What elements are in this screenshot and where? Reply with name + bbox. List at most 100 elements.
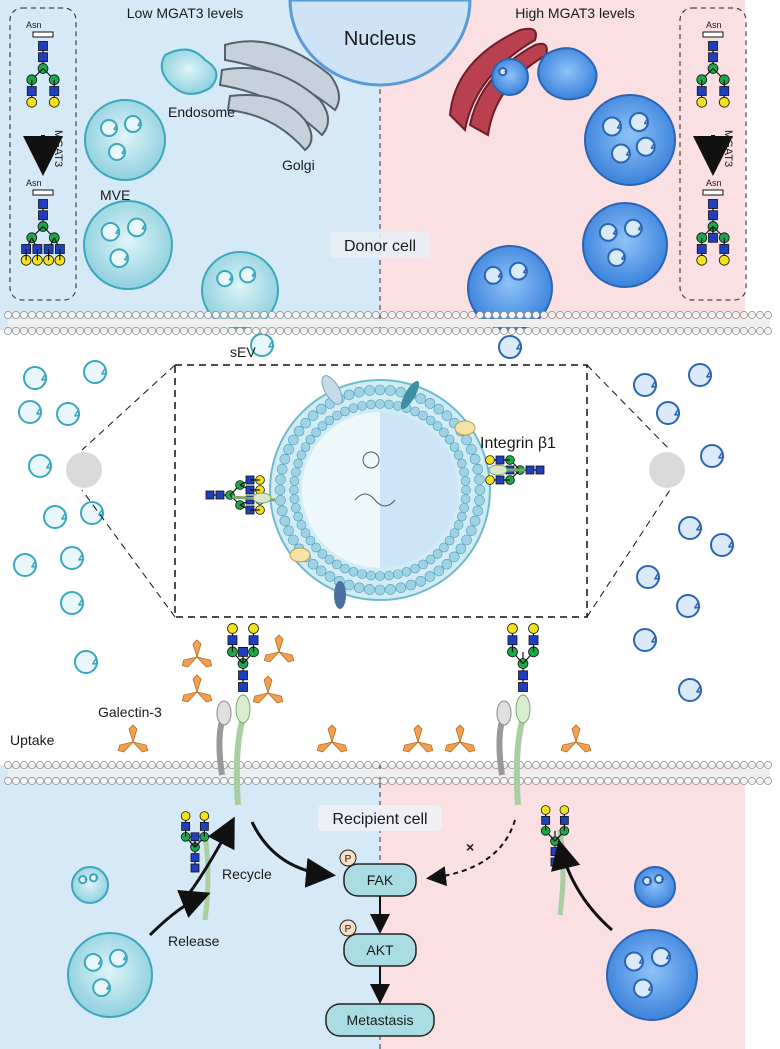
asn-label-4: Asn [706,178,722,188]
rna-hairpin-icon [362,451,380,469]
small-vesicle [43,505,67,529]
galectin-icon [316,724,348,753]
zoom-line-3 [586,364,671,451]
zoom-line-1 [81,364,176,451]
glcnac-square-icon [26,86,37,96]
zoom-line-2 [81,489,176,618]
glcnac-square-icon [518,682,528,692]
glcnac-square-icon [507,635,518,646]
small-vesicle [624,951,644,972]
small-vesicle [498,335,522,359]
small-vesicle [629,112,649,132]
glycan-box-left [9,7,77,301]
block-mark: × [466,839,474,855]
small-vesicle [100,222,121,242]
galactose-circle-icon [507,623,518,634]
glcnac-square-icon [708,210,718,221]
pathway-node-metastasis [325,1003,435,1037]
galectin-icon [252,675,284,704]
arrow-release [148,889,211,937]
protein-icon [321,375,343,405]
small-vesicle [633,628,657,652]
protein-icon [289,547,311,563]
glcnac-square-icon [528,635,539,646]
glcnac-square-icon [559,816,569,825]
glcnac-square-icon [708,232,718,243]
recycle-label: Recycle [222,866,272,882]
small-vesicle [92,978,111,997]
small-vesicle [80,501,104,525]
small-vesicle [651,947,671,967]
integrin-glycan [227,623,259,692]
glcnac-square-icon [535,465,545,475]
small-vesicle [656,401,680,425]
membranes [4,311,772,785]
galectin-layer [117,634,592,753]
glycan-structures [20,31,730,266]
small-vesicle [239,266,257,284]
recipient-cell-label-bg [318,805,442,831]
asn-anchor [702,31,724,38]
small-vesicle [678,516,702,540]
low-mgat3-title: Low MGAT3 levels [127,5,243,21]
galactose-circle-icon [559,805,570,815]
glcnac-square-icon [550,857,560,867]
arrow-to-fak [250,821,336,888]
galectin-icon [560,724,592,753]
galactose-circle-icon [180,811,191,821]
nucleus-label: Nucleus [344,28,416,50]
small-vesicle [710,533,734,557]
glcnac-square-icon [518,670,528,681]
asn-label-3: Asn [706,20,722,30]
small-vesicle [700,444,724,468]
small-vesicle [688,363,712,387]
galectin-icon [444,724,476,753]
small-vesicle [602,116,622,137]
small-vesicle [56,402,80,426]
small-vesicle [633,978,653,999]
small-vesicle [509,261,528,281]
integrin-layer [180,623,570,921]
galectin-icon [402,724,434,753]
mve-label: MVE [100,187,130,203]
glcnac-square-icon [190,863,200,873]
glcnac-square-icon [227,635,238,646]
small-vesicle [60,591,84,615]
glcnac-square-icon [190,832,200,842]
endosome-left [160,48,218,95]
small-vesicle [74,650,98,674]
phospho-label: P [345,854,352,865]
protein-icon [400,380,420,410]
galectin-icon [263,634,295,663]
nucleus [288,0,472,87]
release-label: Release [168,933,220,949]
donor-cell-label: Donor cell [344,238,416,255]
integrin-label: Integrin β1 [480,435,556,452]
high-mgat3-title: High MGAT3 levels [515,5,635,21]
galectin-icon [181,674,213,703]
endosome-right [537,47,598,101]
galactose-circle-icon [696,96,708,108]
multivesicular-endosome [491,58,529,96]
multivesicular-endosome [67,932,153,1018]
golgi-label: Golgi [282,157,315,173]
golgi-right [448,27,548,137]
glcnac-square-icon [541,816,551,825]
small-vesicle [28,454,52,478]
galactose-circle-icon [540,805,551,815]
glcnac-square-icon [696,86,707,96]
glcnac-square-icon [38,52,48,63]
ev-glycan-right [485,455,545,485]
zoom-focus-right [649,452,685,488]
multivesicular-endosome [634,866,676,908]
protein-icon [334,581,346,609]
rna-strand-icon [354,493,396,507]
asn-anchor [32,189,54,196]
multivesicular-endosome [584,94,676,186]
donor-cell-label-bg [330,232,430,258]
phospho-icon [339,919,357,937]
small-vesicle [127,217,147,238]
galactose-circle-icon [528,623,539,634]
